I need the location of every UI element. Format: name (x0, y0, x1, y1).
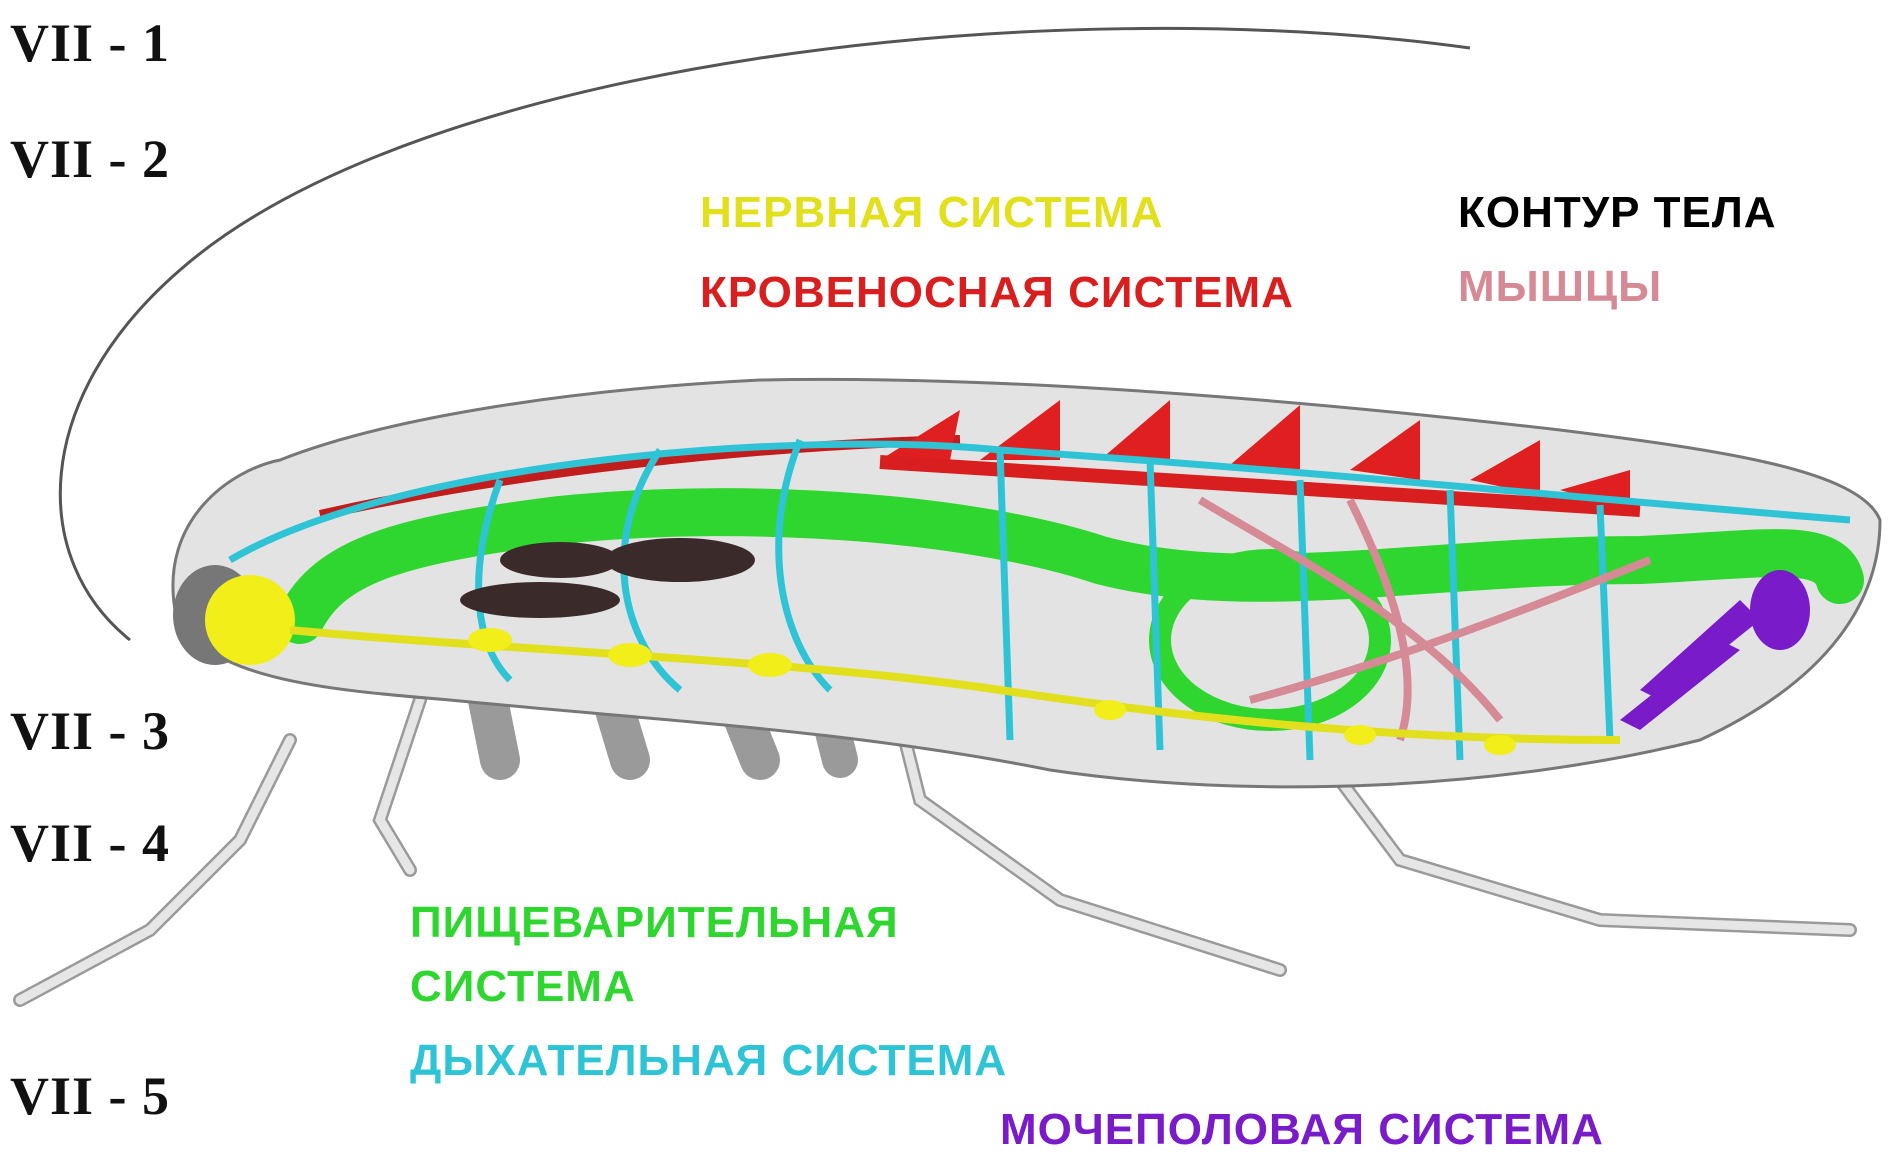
legend-circulatory-system: КРОВЕНОСНАЯ СИСТЕМА (700, 268, 1294, 318)
legend-nervous-system: НЕРВНАЯ СИСТЕМА (700, 188, 1163, 238)
legend-body-outline: КОНТУР ТЕЛА (1458, 188, 1777, 238)
legend-muscles: МЫШЦЫ (1458, 262, 1662, 312)
legend-urogenital-system: МОЧЕПОЛОВАЯ СИСТЕМА (1000, 1105, 1604, 1155)
brain (205, 575, 295, 665)
legend-digestive-line2: СИСТЕМА (410, 962, 636, 1012)
legend-digestive-line1: ПИЩЕВАРИТЕЛЬНАЯ (410, 898, 899, 948)
legend-respiratory-system: ДЫХАТЕЛЬНАЯ СИСТЕМА (410, 1036, 1007, 1086)
